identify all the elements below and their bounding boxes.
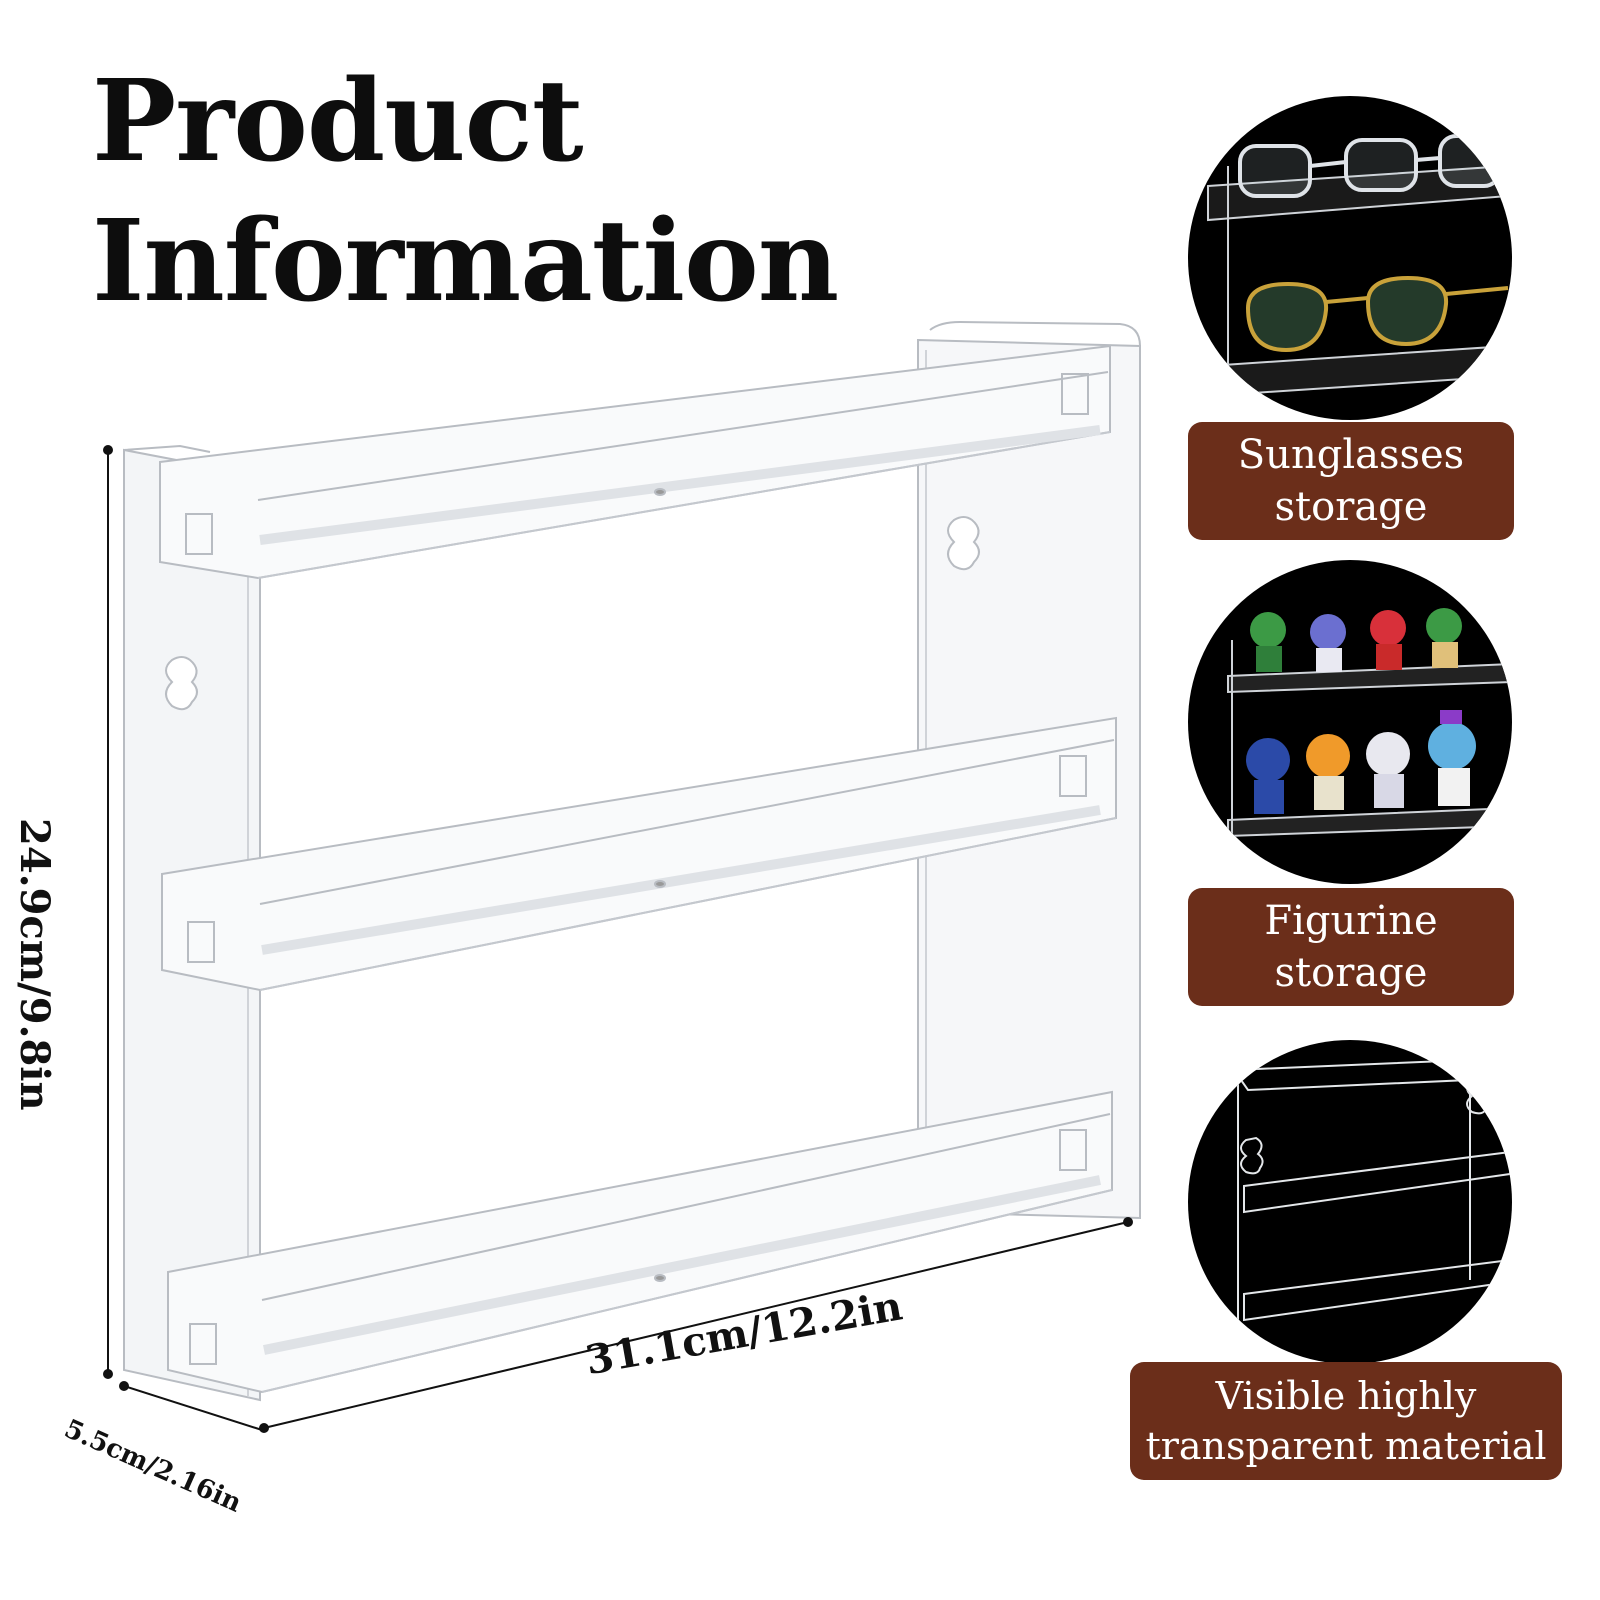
sunglasses-storage-tag: Sunglasses storage <box>1188 422 1514 540</box>
title-line-1: Product <box>92 56 584 187</box>
tag-line: Sunglasses <box>1237 432 1465 478</box>
page-title: Product Information <box>92 52 839 332</box>
sunglasses-storage-photo <box>1188 96 1512 420</box>
tag-line: Figurine <box>1264 898 1438 944</box>
tag-line: transparent material <box>1145 1424 1547 1468</box>
tag-line: Visible highly <box>1215 1374 1477 1418</box>
tag-line: storage <box>1274 950 1428 996</box>
transparent-material-photo <box>1188 1040 1512 1364</box>
transparent-material-tag: Visible highly transparent material <box>1130 1362 1562 1480</box>
tag-line: storage <box>1274 484 1428 530</box>
height-dimension-label: 24.9cm/9.8in <box>11 818 58 1111</box>
title-line-2: Information <box>92 196 839 327</box>
figurine-storage-tag: Figurine storage <box>1188 888 1514 1006</box>
figurine-storage-photo <box>1188 560 1512 884</box>
